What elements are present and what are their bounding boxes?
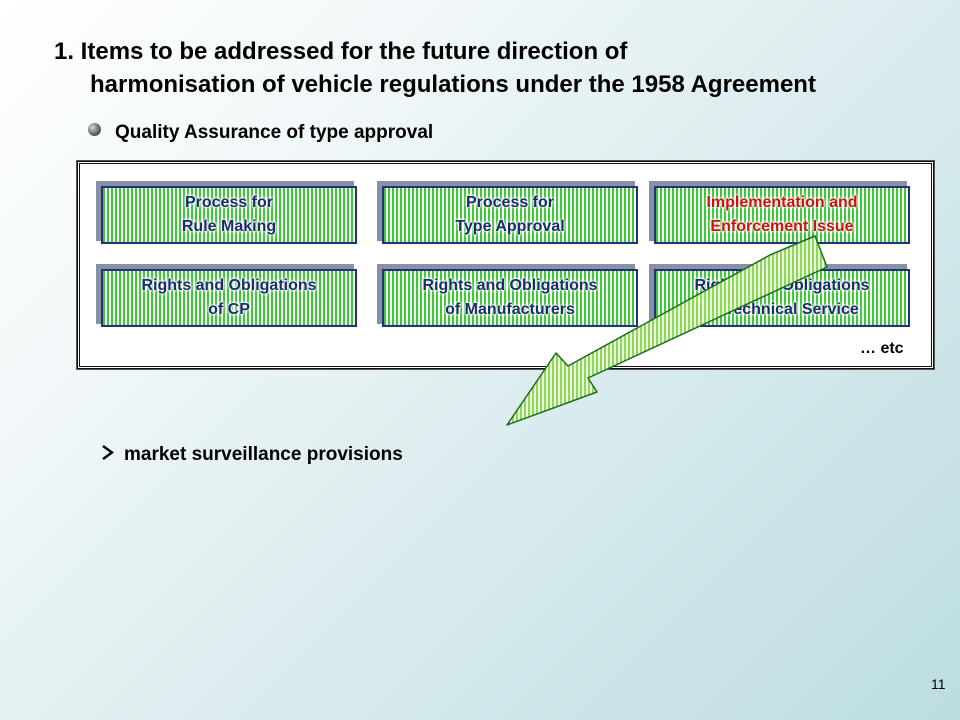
box-label: Implementation and Enforcement Issue (706, 194, 858, 235)
bullet-item: Quality Assurance of type approval (88, 122, 433, 144)
bullet-text: Quality Assurance of type approval (115, 122, 434, 143)
box-rights-manufacturers: Rights and Obligations of Manufacturers (382, 269, 638, 327)
box-label: Rights and Obligations of Manufacturers (422, 277, 598, 318)
sphere-bullet-icon (88, 123, 101, 137)
box-label: Rights and Obligations of CP (141, 277, 317, 318)
etc-label: … etc (860, 340, 904, 357)
arrowhead-bullet-icon (101, 444, 115, 466)
sub-item: market surveillance provisions (101, 444, 403, 466)
box-rights-cp: Rights and Obligations of CP (101, 269, 357, 327)
box-label: Process for Rule Making (181, 194, 277, 235)
title-line-1: 1. Items to be addressed for the future … (54, 38, 628, 65)
title-line-2: harmonisation of vehicle regulations und… (90, 71, 816, 98)
box-implementation-enforcement: Implementation and Enforcement Issue (654, 186, 910, 244)
box-type-approval: Process for Type Approval (382, 186, 638, 244)
slide-title: 1. Items to be addressed for the future … (54, 35, 816, 101)
page-number: 11 (931, 676, 946, 692)
box-label: Process for Type Approval (455, 194, 565, 235)
sub-item-text: market surveillance provisions (124, 444, 403, 465)
box-rule-making: Process for Rule Making (101, 186, 357, 244)
